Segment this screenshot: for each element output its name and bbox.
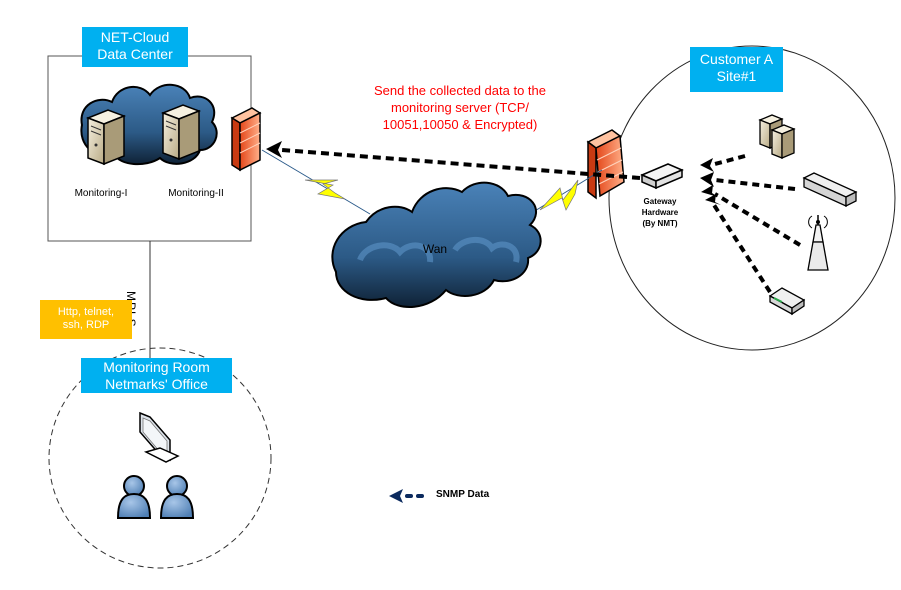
customer-title-line2: Site#1 [716,68,757,84]
data-flow-annotation: Send the collected data to the monitorin… [340,82,580,133]
wan-cloud-icon [331,181,542,309]
datacenter-title-box: NET-Cloud Data Center [82,27,188,67]
annotation-line3: 10051,10050 & Encrypted) [382,117,538,132]
server-icon-monitoring-1 [85,109,127,166]
arrowhead-icon [700,172,714,187]
person-icon [116,475,152,519]
gateway-label: Gateway Hardware (By NMT) [632,196,688,229]
wan-label: Wan [422,242,448,256]
monitoring-room-title-line2: Netmarks' Office [105,376,208,392]
annotation-line1: Send the collected data to the [373,83,546,98]
protocols-line1: Http, telnet, [57,306,115,318]
gateway-label-line1: Gateway [643,197,677,206]
monitoring-room-boundary [48,347,272,569]
wireless-access-point-icon [807,215,829,271]
firewall-icon-datacenter [230,107,262,172]
customer-servers-icon [758,114,796,159]
monitoring-room-title-line1: Monitoring Room [103,359,210,375]
protocols-box: Http, telnet, ssh, RDP [40,300,132,339]
arrowhead-icon [700,158,714,172]
customer-title-line1: Customer A [699,51,774,67]
gateway-label-line3: (By NMT) [642,219,678,228]
legend-snmp-arrow-icon [389,489,424,503]
protocols-line2: ssh, RDP [62,319,110,331]
person-icon [159,475,195,519]
server-label-monitoring-2: Monitoring-II [168,188,224,199]
data-flow-arrow [266,141,641,180]
datacenter-title-line2: Data Center [97,46,173,62]
modem-icon [768,287,806,316]
server-icon-monitoring-2 [160,104,202,161]
customer-site-boundary [608,45,896,351]
firewall-icon-customer [586,129,625,200]
annotation-line2: monitoring server (TCP/ [391,100,529,115]
datacenter-title-line1: NET-Cloud [100,29,170,45]
wan-link-left [261,149,371,215]
switch-icon [802,172,858,208]
arrowhead-icon [705,194,721,205]
customer-title-box: Customer A Site#1 [690,47,783,92]
monitoring-room-title-box: Monitoring Room Netmarks' Office [81,358,232,393]
server-label-monitoring-1: Monitoring-I [74,188,128,199]
gateway-label-line2: Hardware [641,208,679,217]
monitor-icon [139,411,180,463]
legend-label: SNMP Data [436,489,490,500]
arrowhead-icon [701,185,718,197]
snmp-arrows [712,154,802,294]
gateway-device-icon [640,163,684,190]
